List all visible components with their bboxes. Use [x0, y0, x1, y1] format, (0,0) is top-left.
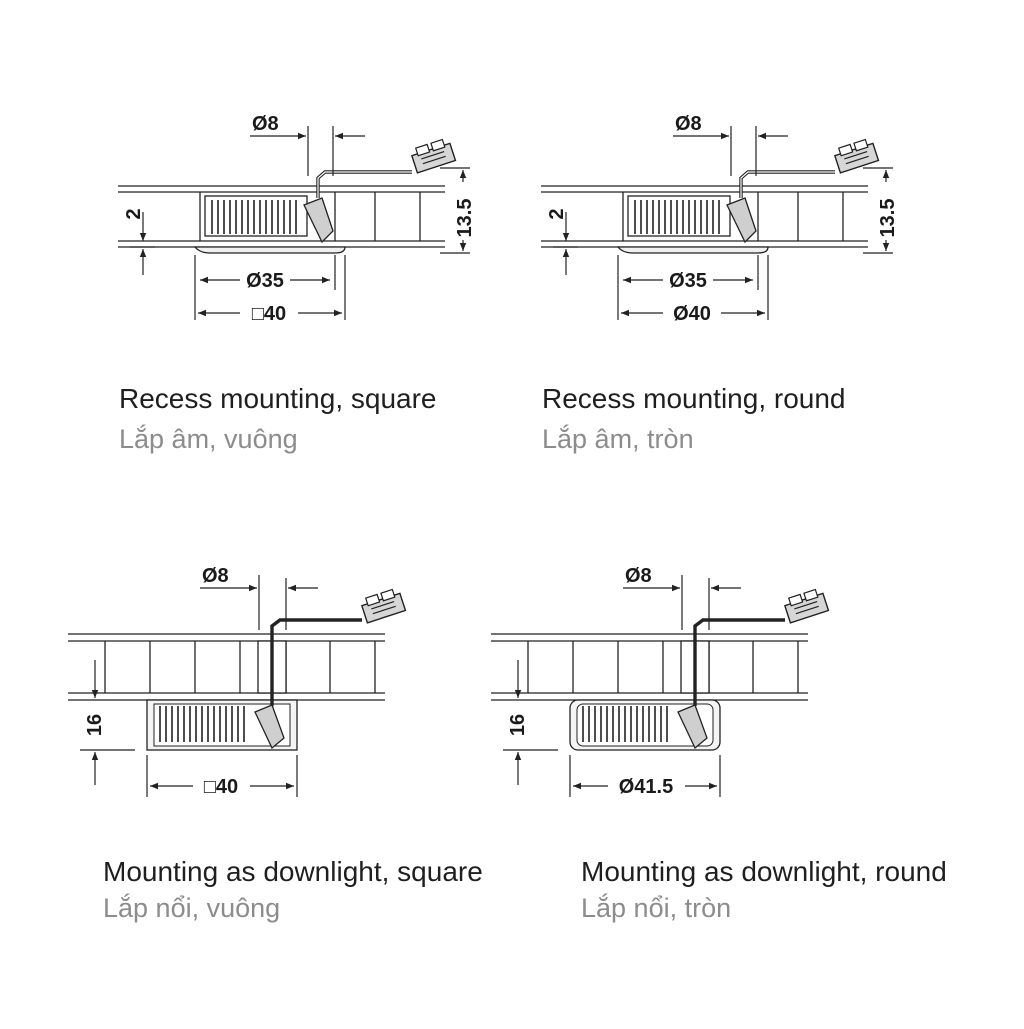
caption-recess-round-en: Recess mounting, round — [542, 383, 846, 414]
height-label: 16 — [84, 714, 106, 736]
inner-diameter-label: Ø35 — [246, 270, 284, 292]
height-label: 13.5 — [877, 199, 899, 238]
height-label: 16 — [507, 714, 529, 736]
caption-recess-round-vi: Lắp âm, tròn — [542, 424, 694, 454]
panel-recess-round: Ø8 2 13.5 Ø35 Ø40 — [541, 113, 899, 325]
dimension-lines — [130, 126, 470, 320]
led-light-body — [569, 640, 721, 751]
panel-recess-square: Ø8 2 13.5 Ø35 □40 — [118, 113, 476, 325]
connector-plug — [410, 138, 457, 174]
caption-recess-square-en: Recess mounting, square — [119, 383, 437, 414]
panel-downlight-round: Ø8 16 Ø41.5 — [491, 565, 830, 798]
cable — [739, 170, 835, 198]
outer-size-label: Ø41.5 — [619, 776, 673, 798]
led-light-body — [616, 195, 769, 254]
pin-diameter-label: Ø8 — [252, 113, 279, 135]
inner-diameter-label: Ø35 — [669, 270, 707, 292]
cabinet-panel — [118, 185, 445, 248]
panel-downlight-square: Ø8 16 □40 — [68, 565, 407, 798]
pin-diameter-label: Ø8 — [625, 565, 652, 587]
cable — [693, 618, 785, 706]
height-label: 13.5 — [454, 199, 476, 238]
connector-plug — [360, 588, 407, 624]
outer-size-label: Ø40 — [673, 303, 711, 325]
dimension-lines — [503, 575, 741, 797]
small-offset-label: 2 — [546, 208, 568, 219]
cable — [270, 618, 362, 706]
pin-diameter-label: Ø8 — [202, 565, 229, 587]
outer-size-label: □40 — [252, 303, 286, 325]
pin-diameter-label: Ø8 — [675, 113, 702, 135]
cabinet-panel — [541, 185, 868, 248]
led-light-body — [146, 640, 298, 751]
dimension-lines — [553, 126, 893, 320]
caption-recess-square-vi: Lắp âm, vuông — [119, 424, 298, 454]
led-light-body — [193, 195, 346, 254]
small-offset-label: 2 — [123, 208, 145, 219]
caption-downlight-round-vi: Lắp nổi, tròn — [581, 893, 732, 923]
caption-downlight-round-en: Mounting as downlight, round — [581, 856, 947, 887]
caption-downlight-square-vi: Lắp nổi, vuông — [103, 893, 281, 923]
caption-downlight-square-en: Mounting as downlight, square — [103, 856, 483, 887]
outer-size-label: □40 — [204, 776, 238, 798]
connector-plug — [833, 138, 880, 174]
dimension-lines — [80, 575, 318, 797]
cabinet-panel — [491, 633, 808, 701]
cable — [316, 170, 412, 198]
cabinet-panel — [68, 633, 385, 701]
connector-plug — [783, 588, 830, 624]
